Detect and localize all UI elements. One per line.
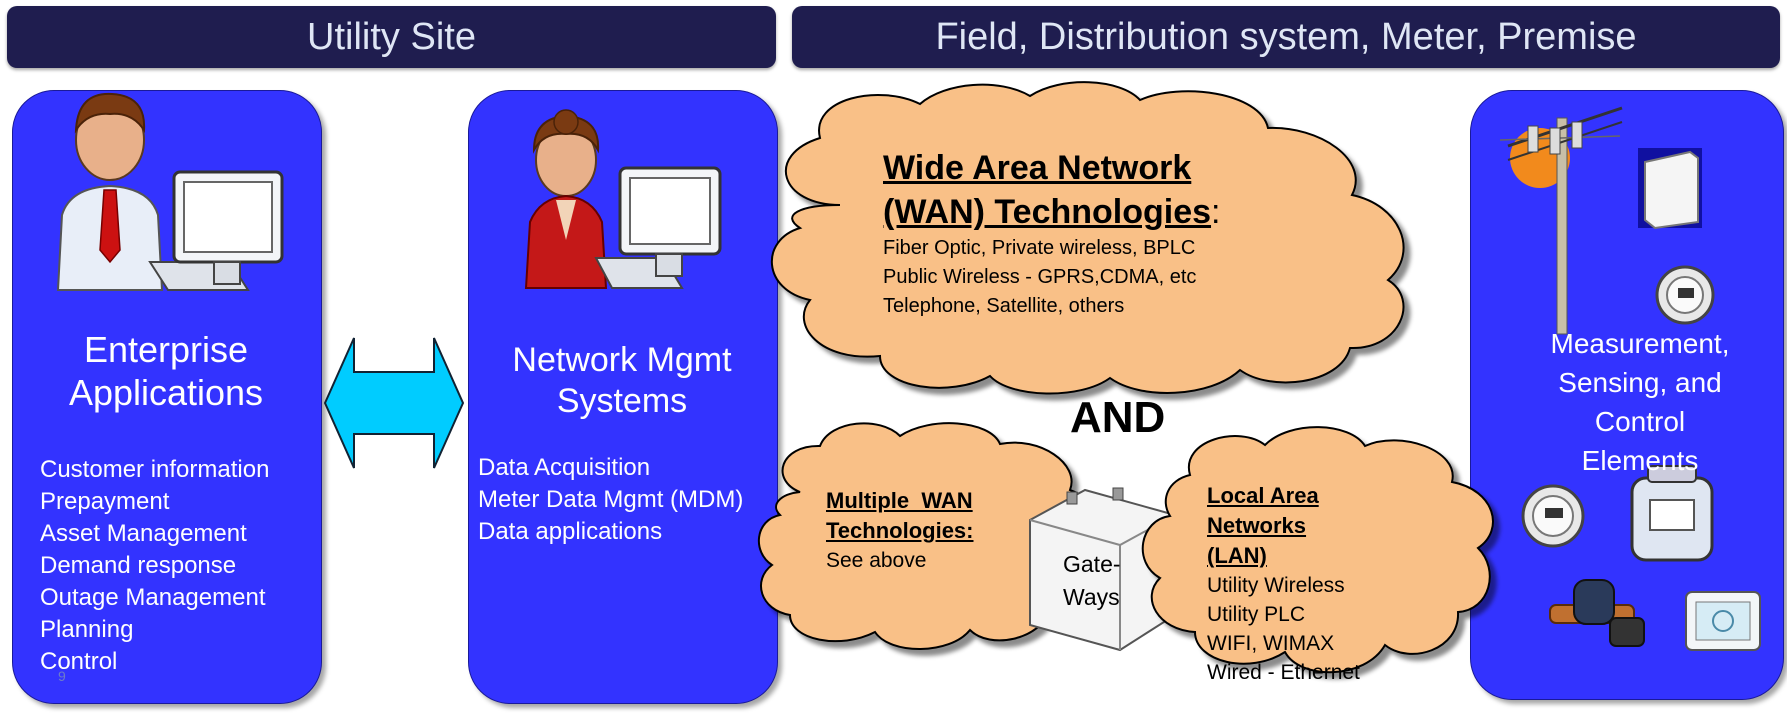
utility-pole-icon xyxy=(1499,106,1623,335)
wan-title-colon: : xyxy=(1211,193,1221,231)
lan-cloud xyxy=(1141,426,1494,674)
lan-title-line2: Networks xyxy=(1207,513,1307,538)
list-item: Asset Management xyxy=(40,520,247,547)
man-at-computer-icon xyxy=(56,92,284,291)
thermostat-icon xyxy=(1685,591,1761,651)
wan-title-line1: Wide Area Network xyxy=(883,149,1192,187)
enterprise-title-line2: Applications xyxy=(68,372,264,414)
lan-title-line1: Local Area xyxy=(1207,483,1319,508)
list-item: Data Acquisition xyxy=(478,454,651,481)
wan-title-line2: (WAN) Technologies xyxy=(883,193,1212,231)
header-utility-site: Utility Site xyxy=(7,6,776,68)
gateways-line2: Ways xyxy=(1063,584,1120,610)
gateways-line1: Gate- xyxy=(1063,551,1121,577)
list-item: Data applications xyxy=(478,518,663,545)
wan-cloud xyxy=(771,81,1405,395)
multi-wan-title-line2: Technologies: xyxy=(826,518,974,543)
wan-line: Public Wireless - GPRS,CDMA, etc xyxy=(883,266,1197,288)
enterprise-list: Customer information Prepayment Asset Ma… xyxy=(40,454,269,678)
enclosure-box-icon xyxy=(1638,148,1702,230)
double-arrow-icon xyxy=(323,337,465,469)
page-number: 9 xyxy=(58,668,66,684)
enterprise-title: Enterprise Applications xyxy=(12,328,320,414)
measurement-line1: Measurement, xyxy=(1550,328,1730,359)
list-item: Prepayment xyxy=(40,488,170,515)
measurement-line3: Control xyxy=(1594,406,1686,437)
lan-line: WIFI, WIMAX xyxy=(1207,632,1335,655)
woman-at-computer-icon xyxy=(524,109,722,289)
meter-icon xyxy=(1655,265,1715,325)
network-title: Network Mgmt Systems xyxy=(468,340,776,422)
list-item: Customer information xyxy=(40,456,270,483)
measurement-line4: Elements xyxy=(1581,445,1699,476)
list-item: Planning xyxy=(40,616,134,643)
network-title-line1: Network Mgmt xyxy=(512,341,732,379)
and-label: AND xyxy=(1070,393,1166,442)
wan-line: Fiber Optic, Private wireless, BPLC xyxy=(883,237,1196,259)
multi-wan-title-line1: Multiple WAN xyxy=(826,488,973,513)
lan-text: Local Area Networks (LAN) Utility Wirele… xyxy=(1207,481,1360,687)
multi-wan-text: Multiple WAN Technologies: See above xyxy=(826,486,974,575)
header-field: Field, Distribution system, Meter, Premi… xyxy=(792,6,1780,68)
list-item: Meter Data Mgmt (MDM) xyxy=(478,486,744,513)
measurement-line2: Sensing, and xyxy=(1558,367,1722,398)
header-utility-site-label: Utility Site xyxy=(307,15,476,58)
multi-wan-line: See above xyxy=(826,549,927,572)
wan-line: Telephone, Satellite, others xyxy=(883,295,1125,317)
list-item: Control xyxy=(40,648,118,675)
enterprise-title-line1: Enterprise xyxy=(83,329,249,370)
network-list: Data Acquisition Meter Data Mgmt (MDM) D… xyxy=(478,452,743,548)
network-title-line2: Systems xyxy=(556,381,688,420)
gas-meter-icon xyxy=(1630,465,1714,562)
measurement-title: Measurement, Sensing, and Control Elemen… xyxy=(1515,324,1765,480)
gateways-label: Gate- Ways xyxy=(1063,548,1121,614)
meter-icon-2 xyxy=(1521,484,1585,548)
lan-line: Wired - Ethernet xyxy=(1207,661,1360,684)
list-item: Outage Management xyxy=(40,584,266,611)
wan-cloud-text: Wide Area Network (WAN) Technologies: Fi… xyxy=(883,146,1220,321)
lan-line: Utility PLC xyxy=(1207,603,1306,626)
lan-title-line3: (LAN) xyxy=(1207,543,1267,568)
water-meter-icon xyxy=(1549,579,1645,647)
header-field-label: Field, Distribution system, Meter, Premi… xyxy=(935,15,1637,58)
list-item: Demand response xyxy=(40,552,237,579)
lan-line: Utility Wireless xyxy=(1207,574,1345,597)
